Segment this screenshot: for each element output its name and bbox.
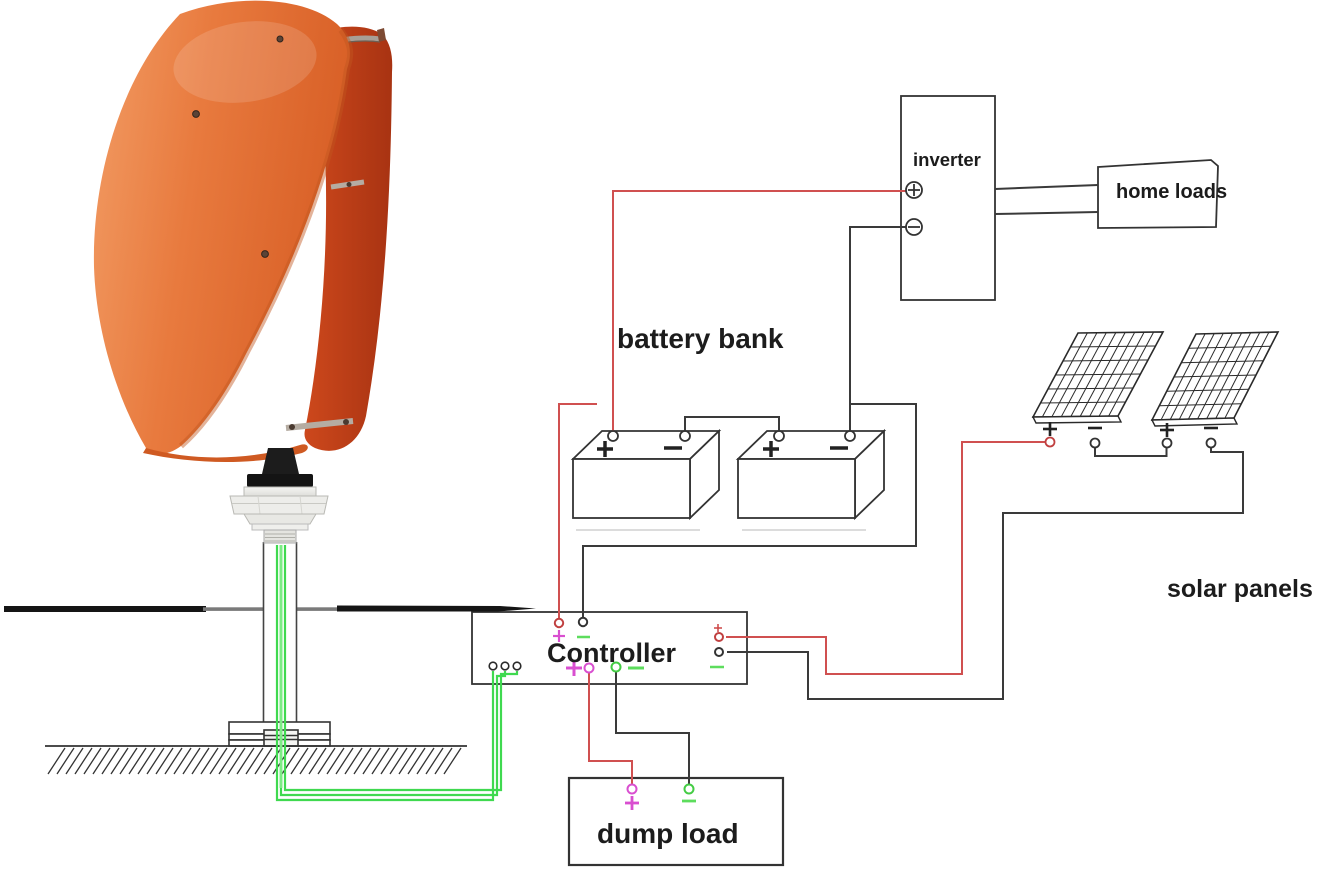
controller-bottom-positive: [583, 662, 595, 674]
solar1-positive-terminal: [1044, 436, 1056, 448]
positive-wires-red: [558, 190, 1045, 784]
turbine-wires-green: [275, 545, 519, 802]
wire-solar-series-bridge: [1094, 447, 1168, 457]
wind-turbine: [93, 0, 393, 544]
battery-bank: [570, 428, 887, 531]
battery-bank-label: battery bank: [617, 323, 784, 354]
turbine-blade-edge-shade: [179, 28, 354, 449]
dump-load-box: [567, 776, 785, 867]
controller-top-positive: [553, 617, 565, 629]
turbine-bolts: [192, 35, 284, 258]
inverter-label: inverter: [913, 149, 981, 170]
solar-terminals: [1043, 422, 1218, 449]
home-loads-box: [1097, 159, 1219, 229]
wire-inverter-to-homeloads-1: [994, 184, 1099, 190]
solar2-negative-terminal: [1205, 437, 1217, 449]
wire-inverter-to-battery2-negative: [849, 226, 906, 431]
solar1-negative-terminal: [1089, 437, 1101, 449]
wire-inverter-to-battery1-positive: [612, 190, 906, 431]
negative-wires-black: [582, 184, 1244, 784]
plus-icon: [597, 441, 613, 457]
solar-panels-label: solar panels: [1167, 575, 1313, 603]
dumpload-negative-terminal: [683, 783, 695, 795]
ground: [45, 745, 467, 775]
turbine-lower-strut: [285, 418, 354, 431]
inverter-terminals: [905, 181, 923, 236]
wire-battery-to-controller-positive: [558, 403, 597, 619]
plus-icon: [763, 441, 779, 457]
plus-icon: [625, 796, 639, 810]
solar2-positive-terminal: [1161, 437, 1173, 449]
controller-bottom-negative: [610, 661, 622, 673]
home-loads-label: home loads: [1116, 181, 1227, 203]
solar-panel-1: [1031, 331, 1165, 424]
solar-panel-2: [1150, 331, 1280, 427]
plus-icon: [566, 660, 582, 676]
controller-left-terminals: [488, 661, 522, 671]
wire-battery-to-controller-negative: [582, 403, 917, 618]
wire-solar-to-controller-negative: [727, 447, 1244, 700]
controller-label: Controller: [547, 638, 676, 668]
battery-1: [570, 428, 722, 521]
controller-right-positive: [714, 632, 724, 642]
controller-terminals: [488, 616, 724, 676]
dump-load-terminals: [625, 783, 696, 810]
controller-top-negative: [577, 616, 589, 628]
dumpload-positive-terminal: [626, 783, 638, 795]
wire-battery-series-bridge: [684, 416, 780, 431]
turbine-generator: [229, 448, 329, 544]
plus-icon: [714, 624, 722, 632]
turbine-rear-blade: [297, 26, 393, 451]
wire-controller-to-solar-positive: [726, 441, 1045, 675]
wire-controller-to-dumpload-positive: [588, 672, 633, 784]
wire-controller-to-dumpload-negative: [615, 671, 690, 784]
ground-hatching: [47, 747, 462, 775]
wire-inverter-to-homeloads-2: [994, 211, 1099, 215]
turbine-front-blade: [93, 0, 350, 455]
dump-load-label: dump load: [597, 818, 739, 849]
controller-right-negative: [714, 647, 724, 657]
plus-icon: [553, 630, 565, 642]
battery-terminals: [607, 430, 856, 442]
battery-2: [735, 428, 887, 521]
turbine-mid-strut: [330, 179, 365, 190]
